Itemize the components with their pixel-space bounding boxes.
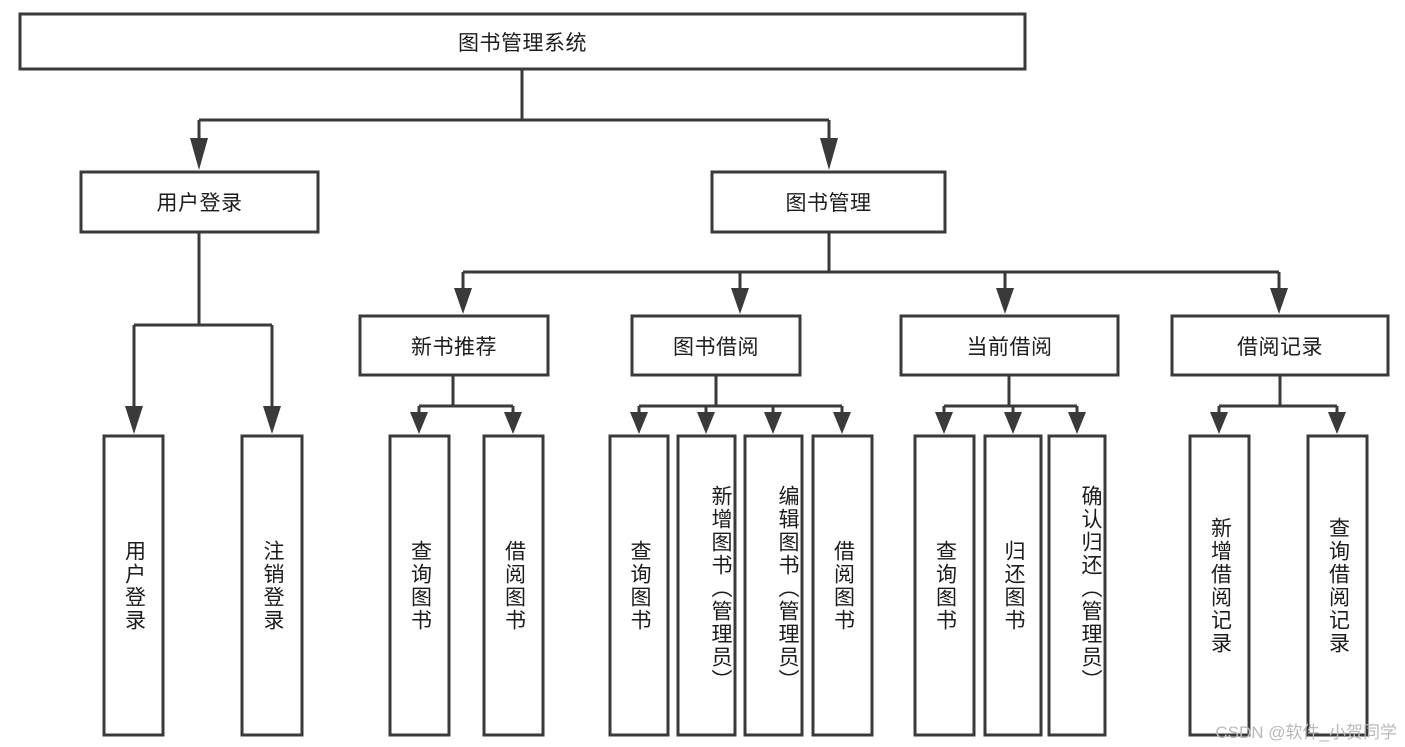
arrow-head-leaf-borrow-book-2 [833,412,851,434]
arrow-head-leaf-query-record [1328,412,1346,434]
arrow-head-leaf-query-book-2 [630,412,648,434]
arrow-head-leaf-user-logout [263,406,281,434]
node-box-new-book-recommend[interactable] [358,314,550,377]
node-box-leaf-query-book-1[interactable] [388,434,451,737]
arrow-head-new-book-recommend [454,288,472,314]
node-box-borrow-record[interactable] [1170,314,1390,377]
node-box-user-login[interactable] [79,170,320,234]
node-box-leaf-query-record[interactable] [1306,434,1369,737]
node-box-leaf-query-book-2[interactable] [608,434,670,737]
arrow-head-leaf-borrow-book-1 [504,412,522,434]
node-box-root[interactable] [18,12,1027,71]
node-box-book-borrow[interactable] [630,314,802,377]
arrow-head-book-manage [820,138,838,170]
node-box-leaf-add-book[interactable] [676,434,737,737]
arrow-head-user-login [190,138,208,170]
node-box-leaf-edit-book[interactable] [743,434,804,737]
node-box-leaf-user-login[interactable] [102,434,165,737]
arrow-head-borrow-record [1270,288,1288,314]
arrow-head-leaf-add-record [1210,412,1228,434]
arrow-head-leaf-user-login [125,406,143,434]
arrow-head-leaf-add-book [697,412,715,434]
arrow-head-current-borrow [996,288,1014,314]
arrow-head-leaf-return-book [1004,412,1022,434]
arrow-head-leaf-confirm-return [1068,412,1086,434]
node-box-leaf-query-book-3[interactable] [913,434,976,737]
arrow-head-leaf-query-book-3 [935,412,953,434]
node-box-leaf-borrow-book-2[interactable] [811,434,874,737]
node-box-current-borrow[interactable] [899,314,1120,377]
arrow-head-leaf-edit-book [764,412,782,434]
node-box-leaf-borrow-book-1[interactable] [482,434,545,737]
node-box-leaf-user-logout[interactable] [240,434,304,737]
arrow-head-leaf-query-book-1 [410,412,428,434]
node-box-leaf-add-record[interactable] [1188,434,1251,737]
node-box-book-manage[interactable] [710,170,947,234]
node-box-leaf-return-book[interactable] [983,434,1043,737]
arrow-head-book-borrow [731,288,749,314]
node-box-leaf-confirm-return[interactable] [1047,434,1107,737]
